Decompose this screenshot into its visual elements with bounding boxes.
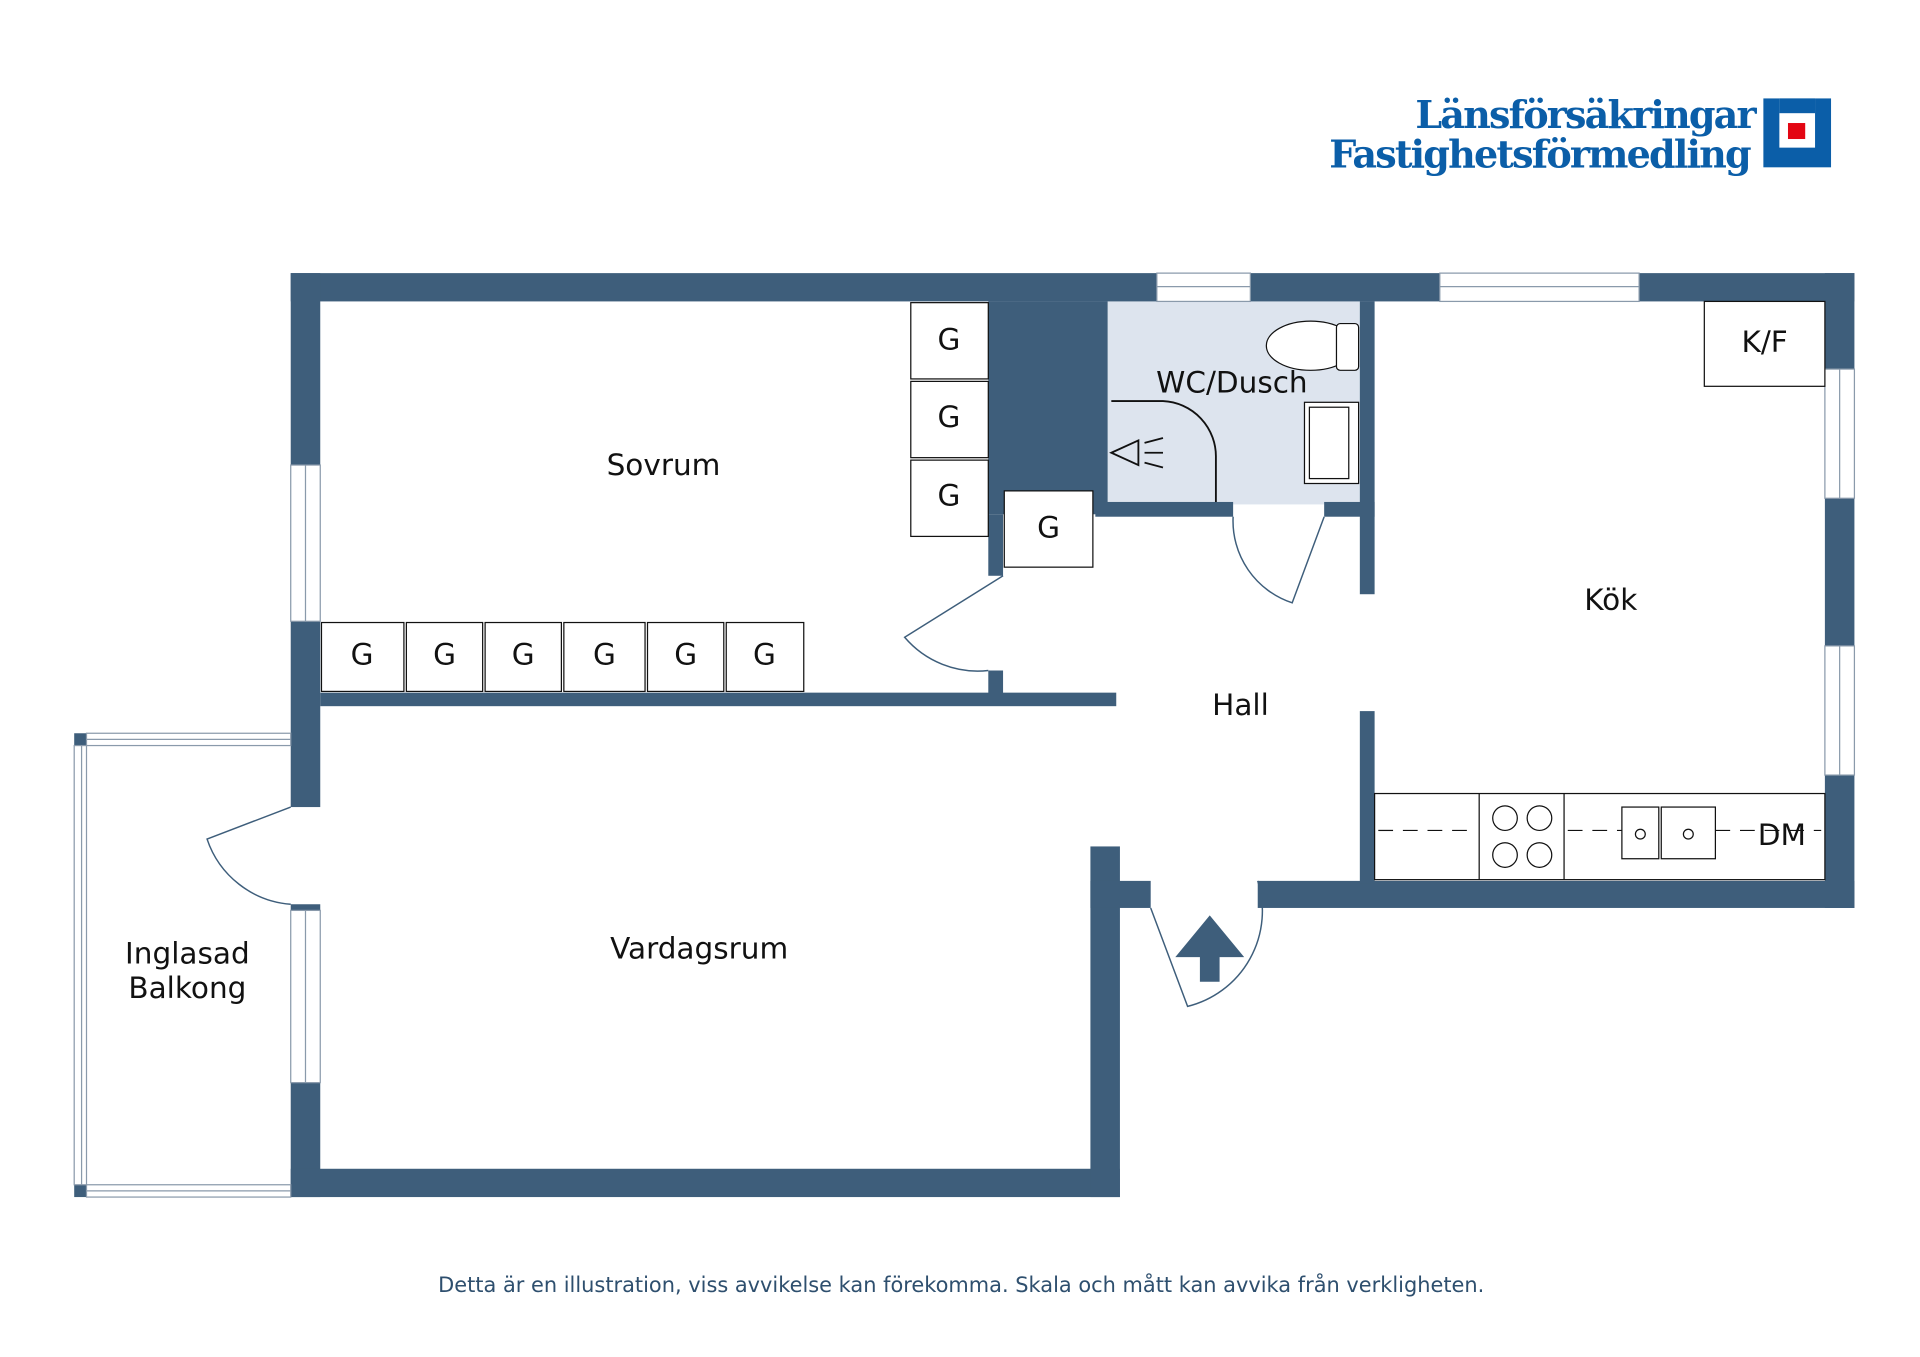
toilet-icon: [1265, 320, 1360, 371]
wardrobe-label: G: [433, 637, 456, 671]
kitchen-fixtures: [1373, 300, 1826, 881]
room-label-kok: Kök: [1584, 583, 1637, 617]
disclaimer: Detta är en illustration, viss avvikelse…: [438, 1272, 1484, 1297]
wardrobe-label: G: [593, 637, 616, 671]
door-balkong: [206, 806, 291, 905]
entrance-arrow-icon: [1175, 915, 1245, 982]
wardrobe-label: G: [937, 479, 960, 513]
room-label-hall: Hall: [1212, 688, 1269, 722]
door-wc: [1232, 516, 1325, 604]
doors: [206, 516, 1325, 1008]
door-sovrum: [903, 575, 1004, 672]
wardrobe-label: G: [674, 637, 697, 671]
dishwasher-label: DM: [1758, 818, 1806, 852]
room-label-vardagsrum: Vardagsrum: [610, 931, 788, 965]
wardrobe-label: G: [753, 637, 776, 671]
logo: Länsförsäkringar Fastighetsförmedling: [1329, 92, 1832, 176]
room-label-balkong-1: Inglasad: [125, 936, 250, 970]
wardrobe-label: G: [937, 400, 960, 434]
sink-icon: [1303, 401, 1360, 485]
fridge-freezer-label: K/F: [1741, 325, 1787, 359]
fridge-freezer: [1703, 300, 1826, 387]
door-entrance: [1150, 880, 1264, 1008]
wardrobe-label: G: [1037, 511, 1060, 545]
wardrobe-label: G: [351, 637, 374, 671]
wardrobe-label: G: [512, 637, 535, 671]
logo-line1: Länsförsäkringar: [1415, 92, 1757, 137]
room-label-wc: WC/Dusch: [1156, 365, 1307, 399]
logo-line2: Fastighetsförmedling: [1329, 131, 1751, 176]
counter: [1373, 792, 1826, 881]
room-label-sovrum: Sovrum: [607, 448, 721, 482]
wardrobe-label: G: [937, 322, 960, 356]
wardrobes: [320, 302, 1094, 693]
wardrobe-labels: G G G G G G G G G G: [351, 322, 1060, 671]
shower-icon: [1109, 400, 1217, 502]
room-label-balkong-2: Balkong: [128, 971, 246, 1005]
